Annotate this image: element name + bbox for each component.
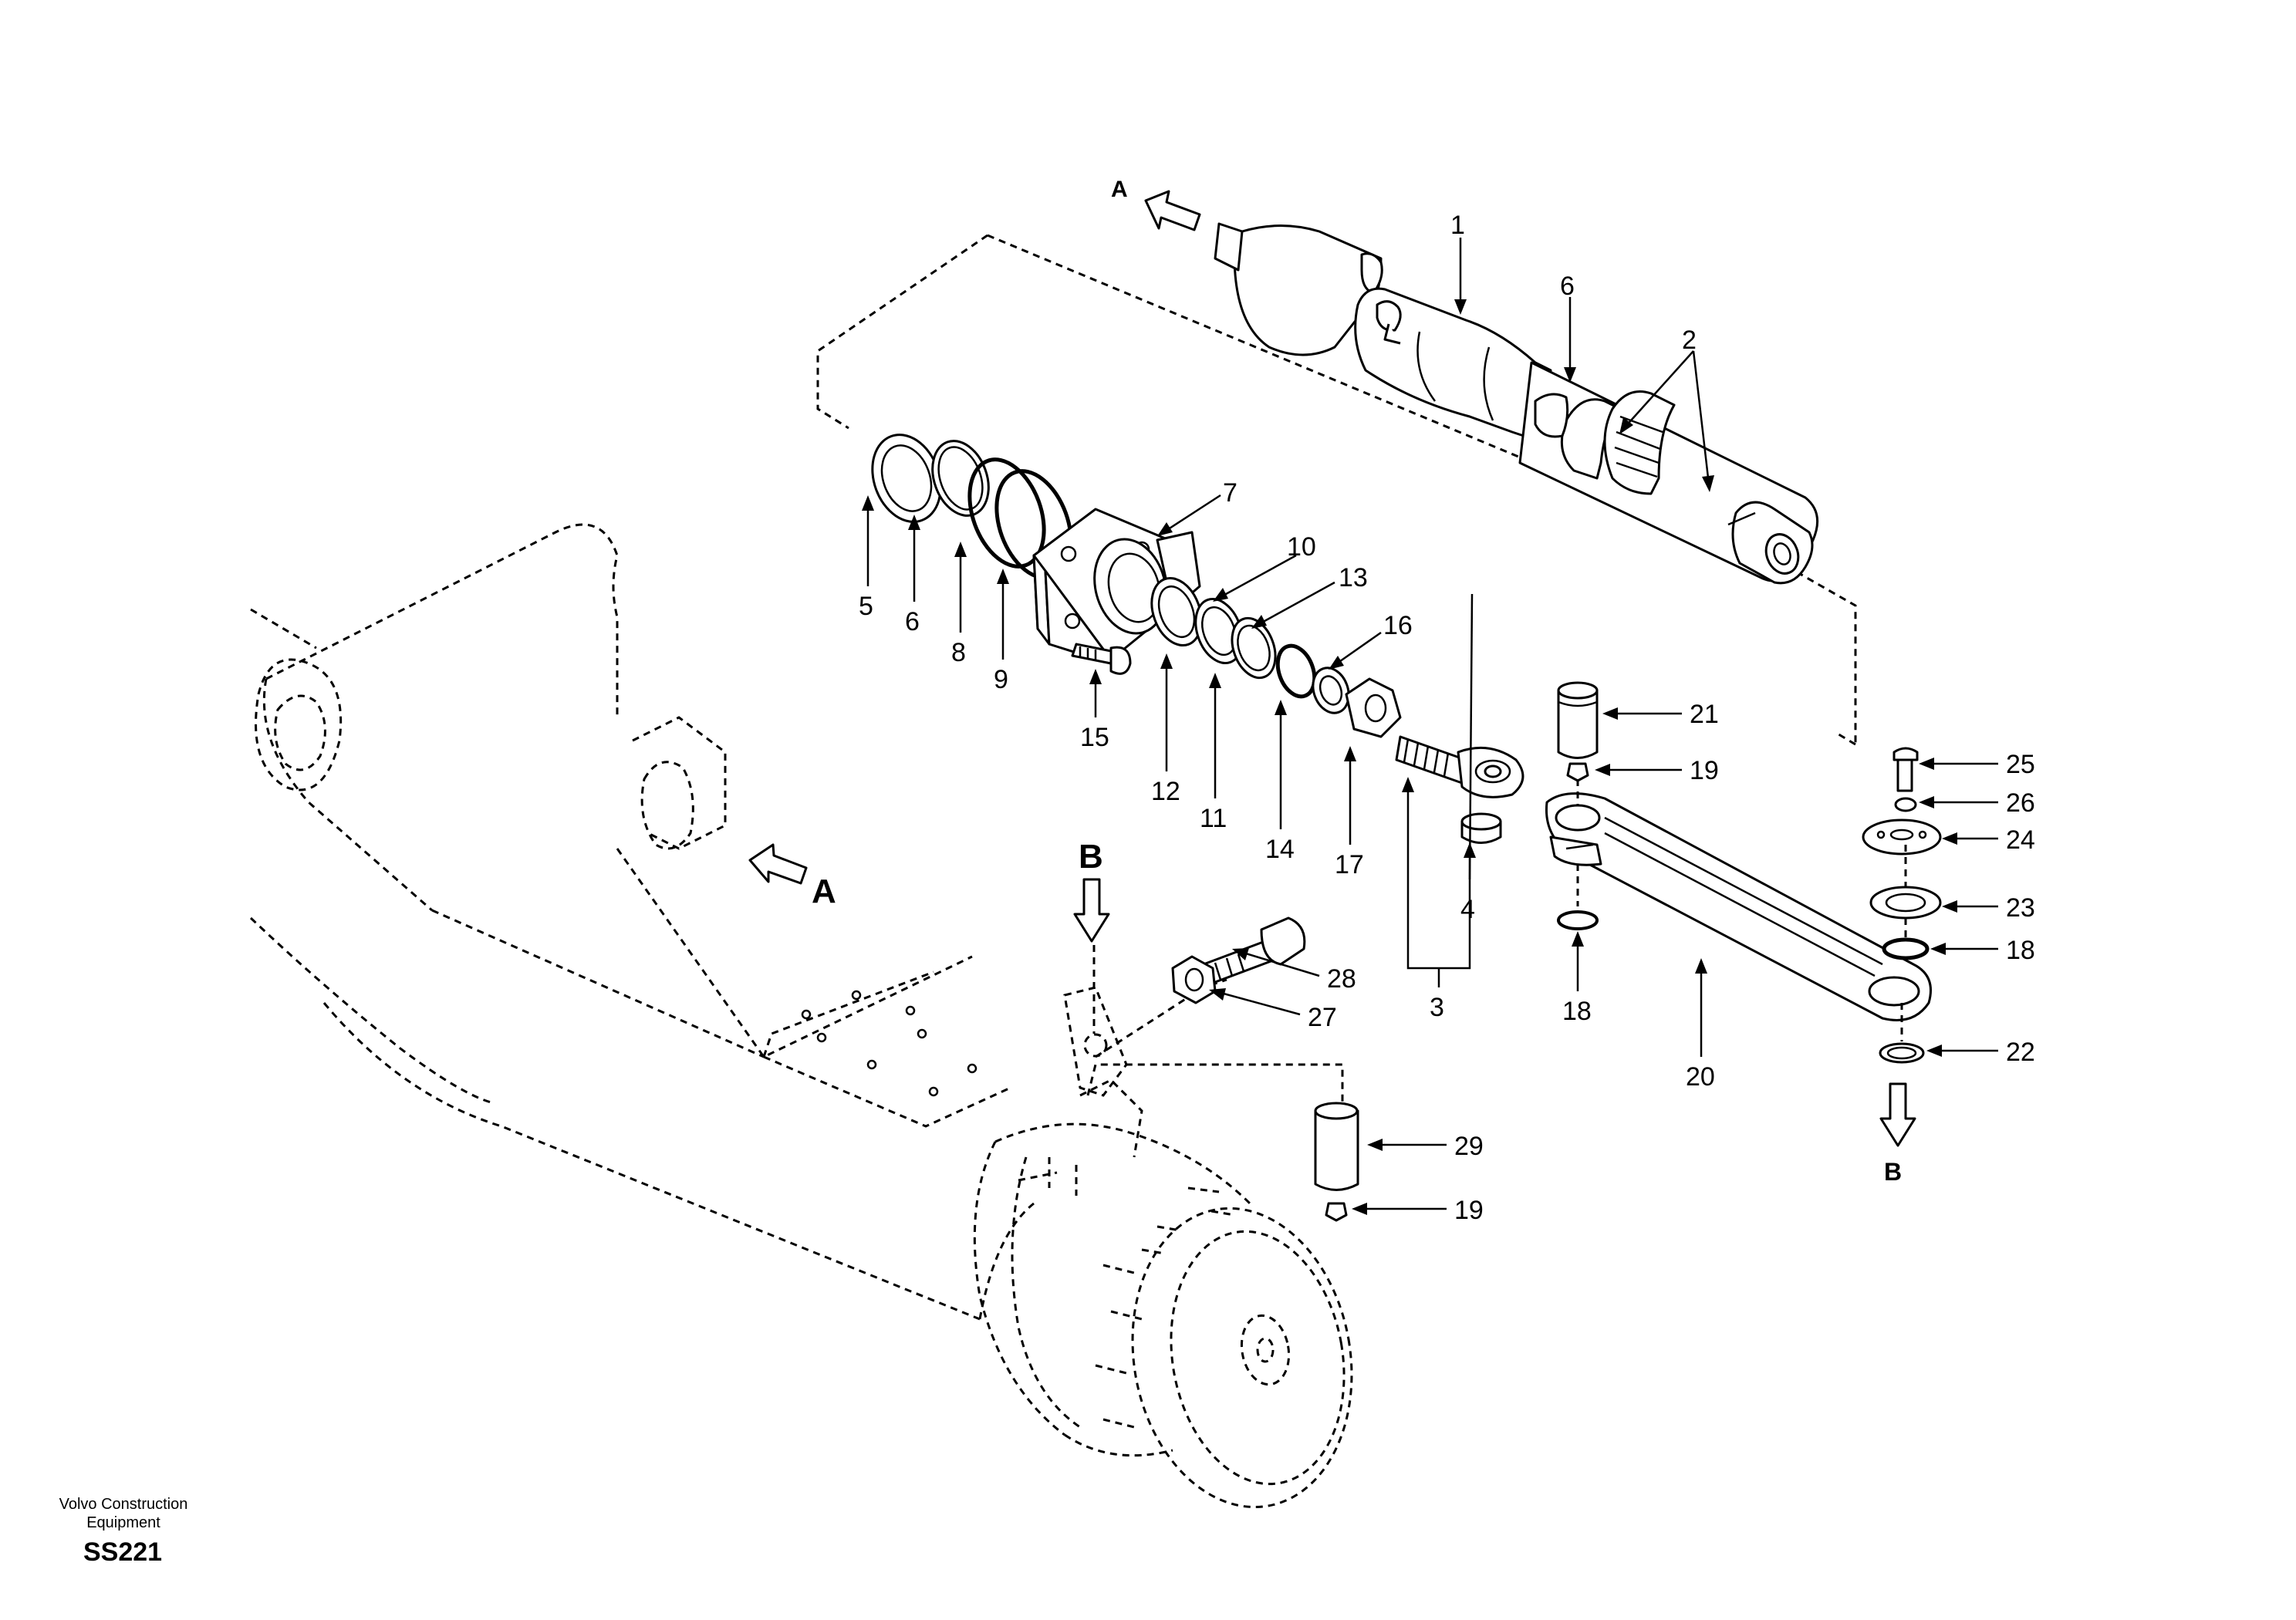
callout-14: 14: [1265, 835, 1295, 864]
callout-26: 26: [2006, 788, 2035, 818]
callout-17: 17: [1335, 850, 1364, 879]
piston-rings: [1534, 390, 1676, 495]
view-arrow-a-top: [1144, 190, 1201, 231]
callout-8: 8: [951, 638, 966, 667]
seal-rings-group: [871, 434, 1073, 580]
view-marker-b-top: B: [1079, 838, 1103, 876]
callout-29: 29: [1454, 1132, 1484, 1161]
shim-23: [1869, 886, 1942, 920]
callout-6-rings: 6: [905, 607, 920, 636]
nut-17: [1345, 677, 1402, 738]
callout-19-lower: 19: [1454, 1196, 1484, 1225]
phantom-assembly-bracket: [816, 234, 1857, 746]
callout-12: 12: [1151, 777, 1180, 806]
pin-21: [1557, 681, 1599, 759]
callout-labels: 1 2 3 4 5 6 6 7 8 9 10 11 12 13 14 15 16…: [859, 211, 2035, 1225]
view-marker-a-bottom: A: [812, 872, 836, 910]
washer-22: [1879, 1042, 1925, 1064]
callout-4: 4: [1460, 895, 1475, 924]
callout-10: 10: [1287, 532, 1316, 562]
inner-seal-rings: [1150, 576, 1350, 714]
view-marker-a-top: A: [1111, 177, 1128, 202]
pin-29: [1314, 1102, 1359, 1191]
callout-18-left: 18: [1562, 997, 1592, 1026]
lower-housing-dashed-link: [1086, 978, 1344, 1111]
callout-18-right: 18: [2006, 936, 2035, 965]
center-lines: [1576, 779, 1907, 1041]
o-ring-18-left: [1557, 910, 1599, 930]
o-ring-18-right: [1882, 937, 1930, 960]
wheel-hub-outline: [973, 1122, 1353, 1509]
callout-11: 11: [1200, 804, 1227, 833]
footer-company: Volvo Construction Equipment: [46, 1495, 201, 1532]
cover-plate-24: [1862, 818, 1942, 856]
cap-4: [1460, 812, 1502, 844]
callout-16: 16: [1383, 611, 1413, 640]
callout-25: 25: [2006, 750, 2035, 779]
bolt-28: [1202, 916, 1306, 985]
callout-21: 21: [1690, 700, 1719, 729]
axle-housing-outline: [249, 523, 1035, 1321]
callout-20: 20: [1686, 1062, 1715, 1092]
callout-13: 13: [1339, 563, 1368, 592]
callout-15: 15: [1080, 723, 1109, 752]
footer-company-line1: Volvo Construction: [59, 1496, 188, 1513]
washer-26: [1894, 797, 1917, 812]
callout-19-upper: 19: [1690, 756, 1719, 785]
callout-7: 7: [1223, 478, 1237, 508]
bolt-25: [1893, 747, 1919, 792]
axle-plate-holes: [801, 990, 977, 1097]
callout-9: 9: [994, 665, 1008, 694]
callout-6-piston: 6: [1560, 272, 1575, 301]
callout-5: 5: [859, 592, 873, 621]
callout-2: 2: [1682, 326, 1697, 355]
bolt-15: [1071, 643, 1132, 675]
callout-1: 1: [1450, 211, 1465, 240]
tie-rod-end-3: [1395, 735, 1524, 798]
grease-nipple-19-upper: [1566, 762, 1589, 782]
callout-24: 24: [2006, 825, 2035, 855]
view-marker-b-bottom: B: [1884, 1158, 1902, 1186]
grease-nipple-19-lower: [1325, 1202, 1348, 1222]
callout-22: 22: [2006, 1038, 2035, 1067]
view-arrow-b-top: [1073, 878, 1110, 943]
callout-3: 3: [1430, 993, 1444, 1022]
nut-27: [1171, 955, 1217, 1004]
callout-28: 28: [1327, 964, 1356, 994]
callout-27: 27: [1308, 1003, 1337, 1032]
cylinder-tube: [1214, 222, 1552, 441]
callout-23: 23: [2006, 893, 2035, 923]
view-marker-labels: A A B B: [812, 177, 1902, 1186]
view-arrow-b-bottom: [1879, 1082, 1916, 1147]
view-arrow-a-bottom: [748, 843, 808, 885]
footer-company-line2: Equipment: [86, 1514, 160, 1531]
footer-drawing-code: SS221: [83, 1537, 163, 1567]
leader-lines: [862, 238, 1998, 1215]
